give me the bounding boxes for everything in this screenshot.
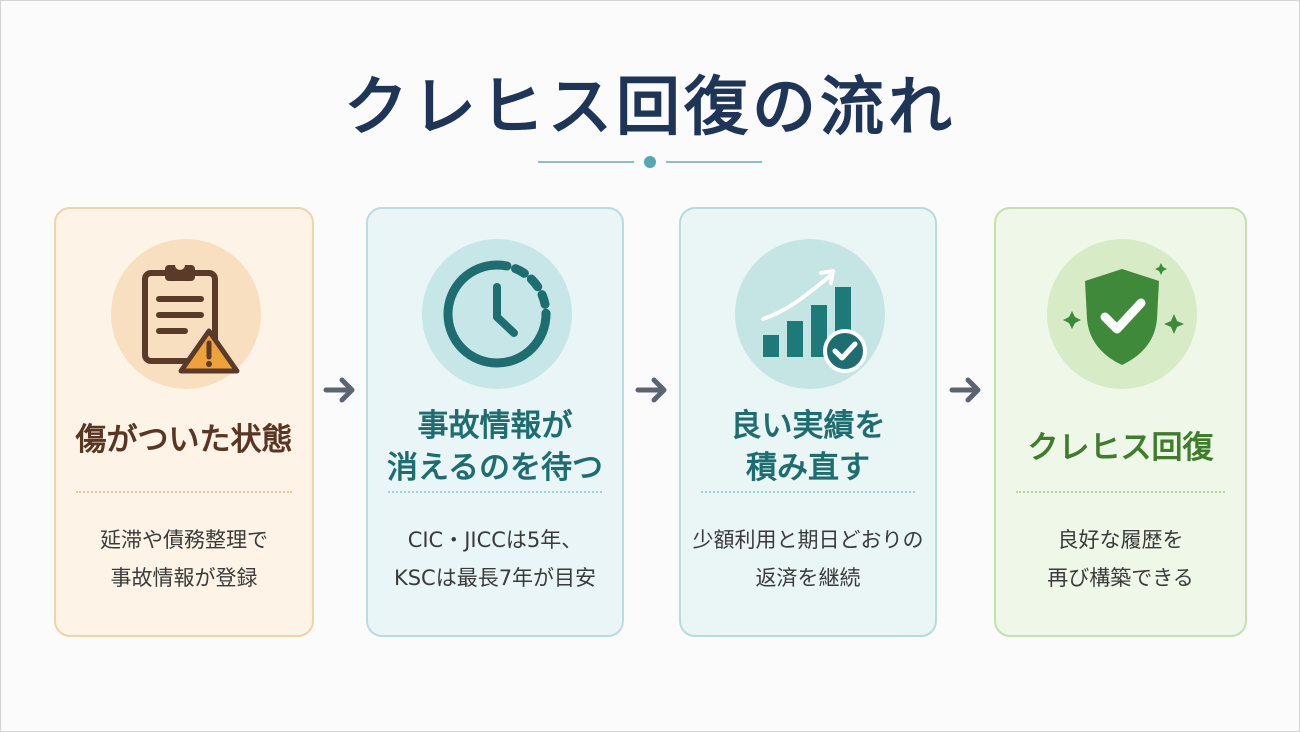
shield-check-icon (1063, 263, 1184, 365)
arrow-right-icon (323, 377, 355, 403)
divider-line-left (538, 161, 634, 163)
step-description: CIC・JICCは5年、 KSCは最長7年が目安 (368, 521, 622, 597)
step-icon-circle (735, 239, 885, 389)
step-heading: 事故情報が 消えるのを待つ (368, 405, 622, 489)
step-icon-circle (111, 239, 261, 389)
step-description-line: 事故情報が登録 (110, 566, 258, 590)
growth-chart-check-icon (761, 269, 867, 373)
step-description-line: KSCは最長7年が目安 (393, 566, 597, 590)
step-card-damaged: 傷がついた状態 延滞や債務整理で 事故情報が登録 (54, 207, 314, 637)
page-title: クレヒス回復の流れ (344, 71, 956, 145)
arrow-right-icon (949, 377, 981, 403)
step-description: 良好な履歴を 再び構築できる (996, 521, 1245, 597)
step-description-line: CIC・JICCは5年、 (407, 528, 583, 552)
step-description-line: 良好な履歴を (1057, 528, 1184, 552)
step-description: 延滞や債務整理で 事故情報が登録 (56, 521, 312, 597)
divider-dot (644, 156, 656, 168)
step-icon-circle (422, 239, 572, 389)
step-description-line: 返済を継続 (755, 566, 861, 590)
step-description-line: 延滞や債務整理で (100, 528, 268, 552)
step-heading-line: 良い実績を (730, 408, 886, 444)
step-heading-line: 積み直す (746, 450, 870, 486)
arrow-right-icon (635, 377, 667, 403)
step-separator (701, 491, 915, 493)
step-heading-line: クレヒス回復 (1027, 430, 1214, 466)
title-divider (0, 156, 1300, 168)
clock-icon (443, 260, 551, 368)
step-description: 少額利用と期日どおりの 返済を継続 (681, 521, 935, 597)
step-separator (388, 491, 602, 493)
step-card-rebuild: 良い実績を 積み直す 少額利用と期日どおりの 返済を継続 (679, 207, 937, 637)
step-description-line: 再び構築できる (1047, 566, 1194, 590)
step-heading: クレヒス回復 (996, 427, 1245, 469)
divider-line-right (666, 161, 762, 163)
step-description-line: 少額利用と期日どおりの (692, 528, 924, 552)
step-heading-line: 傷がついた状態 (75, 422, 293, 458)
clipboard-warning-icon (142, 260, 240, 374)
step-separator (76, 491, 292, 493)
step-heading: 良い実績を 積み直す (681, 405, 935, 489)
step-separator (1016, 491, 1225, 493)
step-icon-circle (1047, 239, 1197, 389)
step-card-recovered: クレヒス回復 良好な履歴を 再び構築できる (994, 207, 1247, 637)
step-heading-line: 消えるのを待つ (386, 450, 604, 486)
step-heading-line: 事故情報が (417, 408, 573, 444)
step-heading: 傷がついた状態 (56, 419, 312, 461)
step-card-wait: 事故情報が 消えるのを待つ CIC・JICCは5年、 KSCは最長7年が目安 (366, 207, 624, 637)
